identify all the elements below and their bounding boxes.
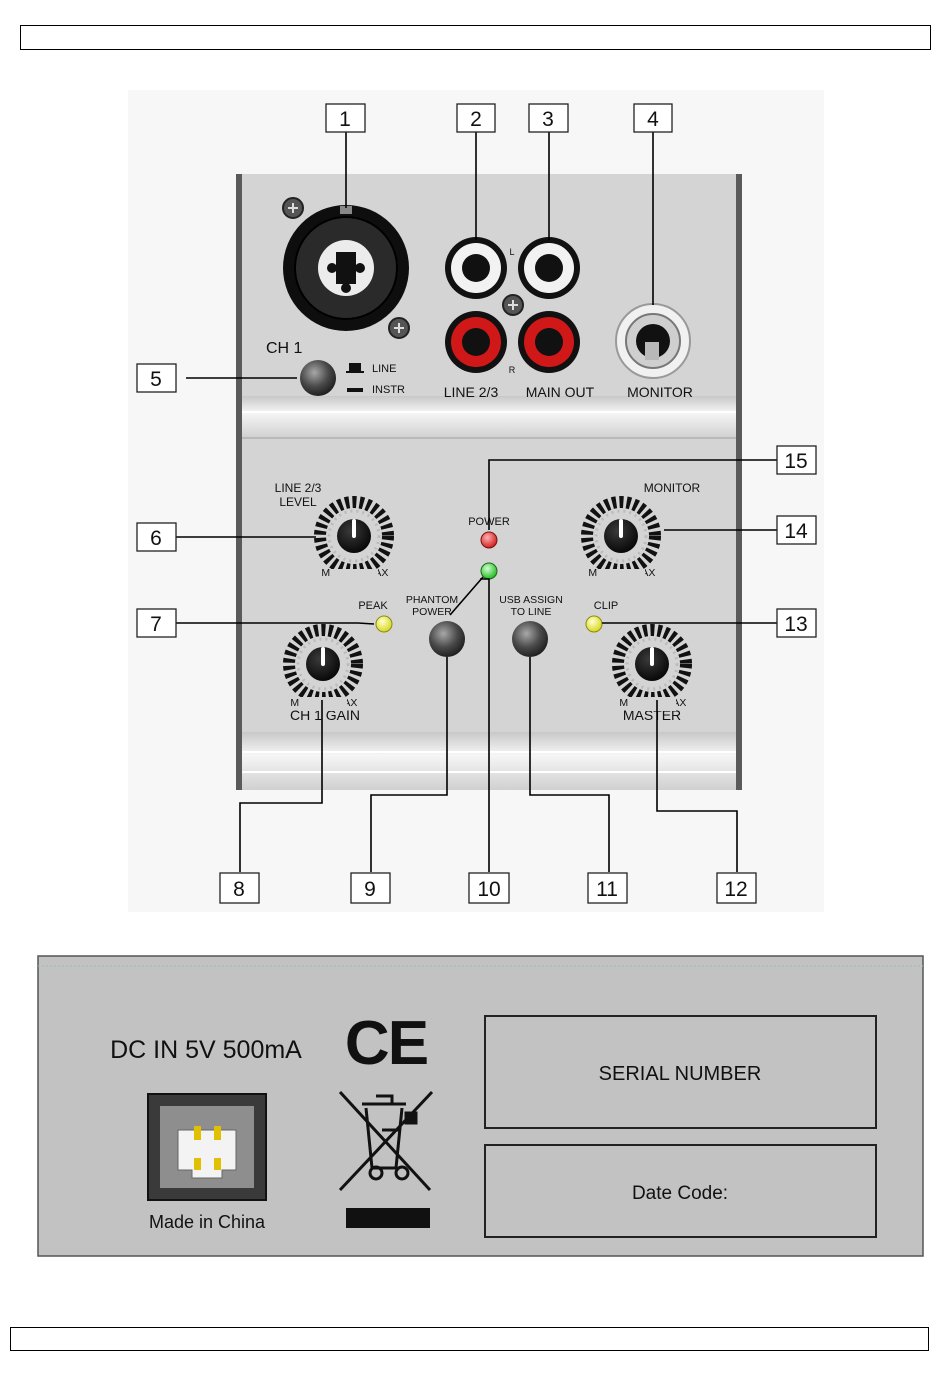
callout-10: 10 (477, 878, 500, 901)
screw-icon (389, 318, 409, 338)
line-instr-switch[interactable] (300, 360, 336, 396)
monitor-knob-label: MONITOR (644, 481, 701, 495)
callout-2: 2 (470, 108, 482, 131)
usb-assign-label-2: TO LINE (511, 606, 552, 618)
weee-bar-icon (346, 1208, 430, 1228)
callout-1: 1 (339, 108, 351, 131)
date-code-label: Date Code: (632, 1183, 728, 1204)
clip-label: CLIP (594, 600, 618, 612)
usb-assign-label-1: USB ASSIGN (499, 594, 563, 606)
switch-down-icon (347, 388, 363, 392)
rca-jack-main-right (518, 311, 580, 373)
callout-12: 12 (724, 878, 747, 901)
dc-in-label: DC IN 5V 500mA (110, 1036, 302, 1064)
screw-icon (283, 198, 303, 218)
peak-label: PEAK (358, 600, 388, 612)
callout-14: 14 (784, 520, 808, 543)
made-in-china-label: Made in China (149, 1212, 266, 1232)
callout-11: 11 (596, 878, 618, 901)
phantom-power-button[interactable] (429, 621, 465, 657)
rca-jack-line23-left (445, 237, 507, 299)
callout-6: 6 (150, 527, 162, 550)
rca-r-label: R (509, 365, 516, 375)
line-label: LINE (372, 363, 396, 375)
callout-7: 7 (150, 613, 162, 636)
callout-13: 13 (784, 613, 807, 636)
usb-assign-button[interactable] (512, 621, 548, 657)
instr-label: INSTR (372, 384, 405, 396)
rca-jack-main-left (518, 237, 580, 299)
phantom-led (481, 563, 497, 579)
xlr-combo-jack (283, 205, 409, 331)
callout-4: 4 (647, 108, 659, 131)
peak-led (376, 616, 392, 632)
phantom-label-2: POWER (412, 606, 452, 618)
line23-level-label-2: LEVEL (279, 495, 317, 509)
line23-label: LINE 2/3 (444, 384, 499, 400)
line23-level-label-1: LINE 2/3 (275, 481, 322, 495)
screw-icon (503, 295, 523, 315)
phantom-label-1: PHANTOM (406, 594, 458, 606)
usb-b-port-icon (148, 1094, 266, 1200)
rca-jack-line23-right (445, 311, 507, 373)
callout-15: 15 (784, 450, 807, 473)
callout-9: 9 (364, 878, 376, 901)
callout-8: 8 (233, 878, 245, 901)
main-out-label: MAIN OUT (526, 384, 595, 400)
power-led (481, 532, 497, 548)
clip-led (586, 616, 602, 632)
ch1-label: CH 1 (266, 340, 303, 357)
callout-3: 3 (542, 108, 554, 131)
ce-mark-icon: CE (345, 1009, 427, 1078)
serial-number-label: SERIAL NUMBER (599, 1063, 762, 1085)
monitor-jack (616, 304, 690, 378)
monitor-jack-label: MONITOR (627, 384, 693, 400)
rca-l-label: L (509, 247, 514, 257)
callout-5: 5 (150, 368, 162, 391)
